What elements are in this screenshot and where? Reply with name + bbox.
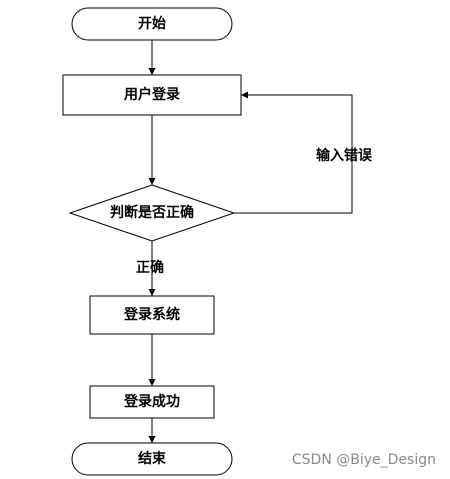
- edge-error-loop: [234, 91, 353, 214]
- correct-label: 正确: [136, 259, 164, 276]
- login-label: 用户登录: [124, 86, 180, 103]
- login-node: 用户登录: [62, 74, 242, 116]
- check-label: 判断是否正确: [110, 204, 194, 221]
- check-node: 判断是否正确: [68, 184, 236, 242]
- system-label: 登录系统: [123, 306, 180, 323]
- start-node: 开始: [71, 7, 233, 41]
- success-label: 登录成功: [123, 393, 180, 410]
- watermark-text: CSDN @Biye_Design: [292, 452, 436, 468]
- success-node: 登录成功: [89, 385, 215, 419]
- start-label: 开始: [138, 15, 166, 32]
- error-label: 输入错误: [316, 147, 373, 164]
- system-node: 登录系统: [89, 295, 215, 335]
- end-label: 结束: [138, 450, 167, 467]
- end-node: 结束: [71, 442, 233, 476]
